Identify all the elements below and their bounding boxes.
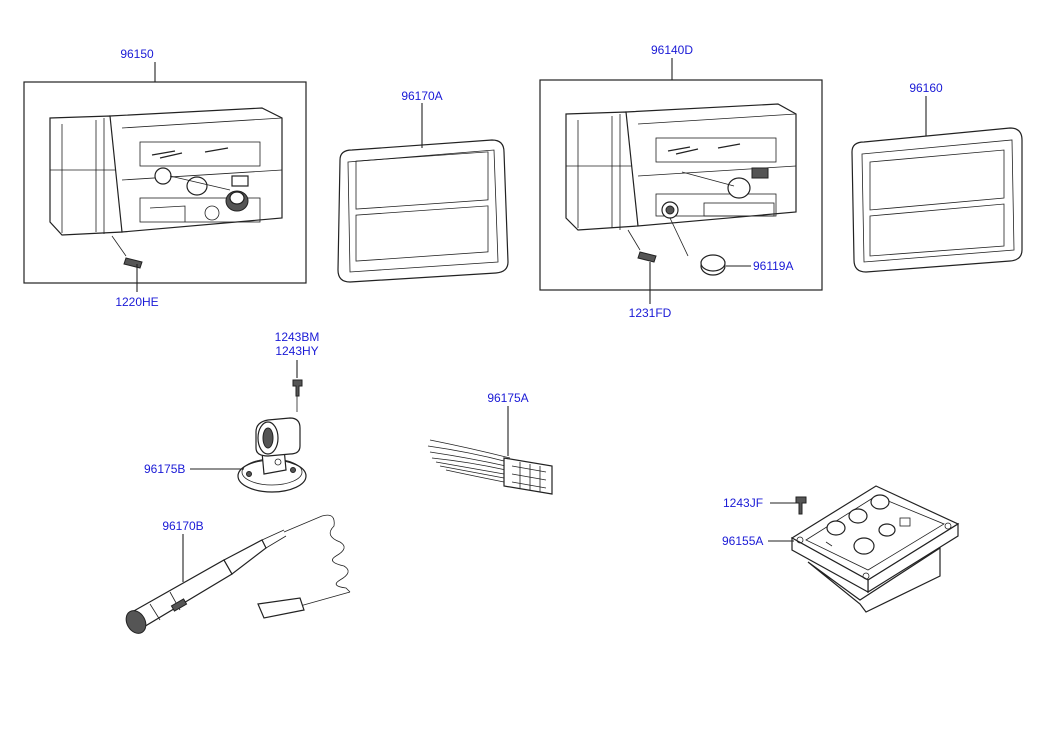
label-1243JF[interactable]: 1243JF (723, 496, 763, 510)
label-96119A[interactable]: 96119A (753, 259, 793, 273)
panel-96155A-drawing (790, 485, 960, 613)
mount-96175B-drawing (237, 417, 307, 493)
label-1243HY[interactable]: 1243HY (275, 344, 318, 358)
mount-bracket-96175B[interactable]: 1243BM 1243HY 96175B (144, 330, 320, 493)
radio-assembly-96140D[interactable]: 96140D 1231FD 96119A (539, 43, 823, 320)
radio-unit-96150-drawing (49, 107, 283, 236)
label-1231FD[interactable]: 1231FD (629, 306, 672, 320)
label-96155A[interactable]: 96155A (722, 534, 763, 548)
wiring-harness-96175A[interactable]: 96175A (427, 391, 553, 495)
assembly-frame-96150 (23, 81, 307, 284)
label-96150[interactable]: 96150 (120, 47, 154, 61)
label-1243BM[interactable]: 1243BM (275, 330, 320, 344)
bezel-96160[interactable]: 96160 (851, 81, 1023, 273)
label-96175A[interactable]: 96175A (487, 391, 528, 405)
bezel-96160-drawing (851, 127, 1023, 273)
radio-unit-96140D-drawing (565, 103, 797, 257)
label-96170B[interactable]: 96170B (162, 519, 203, 533)
screw-1243JF-drawing (795, 496, 807, 515)
control-panel-96155A[interactable]: 1243JF 96155A (722, 485, 960, 613)
harness-96175A-drawing (427, 439, 553, 495)
radio-assembly-96150[interactable]: 96150 1220HE (23, 47, 307, 309)
bezel-96170A[interactable]: 96170A (337, 89, 509, 283)
microphone-96170B-drawing (125, 514, 351, 634)
label-1220HE[interactable]: 1220HE (115, 295, 158, 309)
screw-1220HE-drawing (111, 235, 143, 269)
assembly-frame-96140D (539, 79, 823, 291)
bezel-96170A-drawing (337, 139, 509, 283)
label-96160[interactable]: 96160 (909, 81, 943, 95)
label-96175B[interactable]: 96175B (144, 462, 185, 476)
label-96170A[interactable]: 96170A (401, 89, 442, 103)
label-96140D[interactable]: 96140D (651, 43, 693, 57)
knob-96119A-drawing (700, 254, 726, 276)
screw-1243BM-drawing (292, 379, 303, 412)
microphone-96170B[interactable]: 96170B (122, 514, 351, 637)
screw-1231FD-drawing (627, 229, 657, 263)
